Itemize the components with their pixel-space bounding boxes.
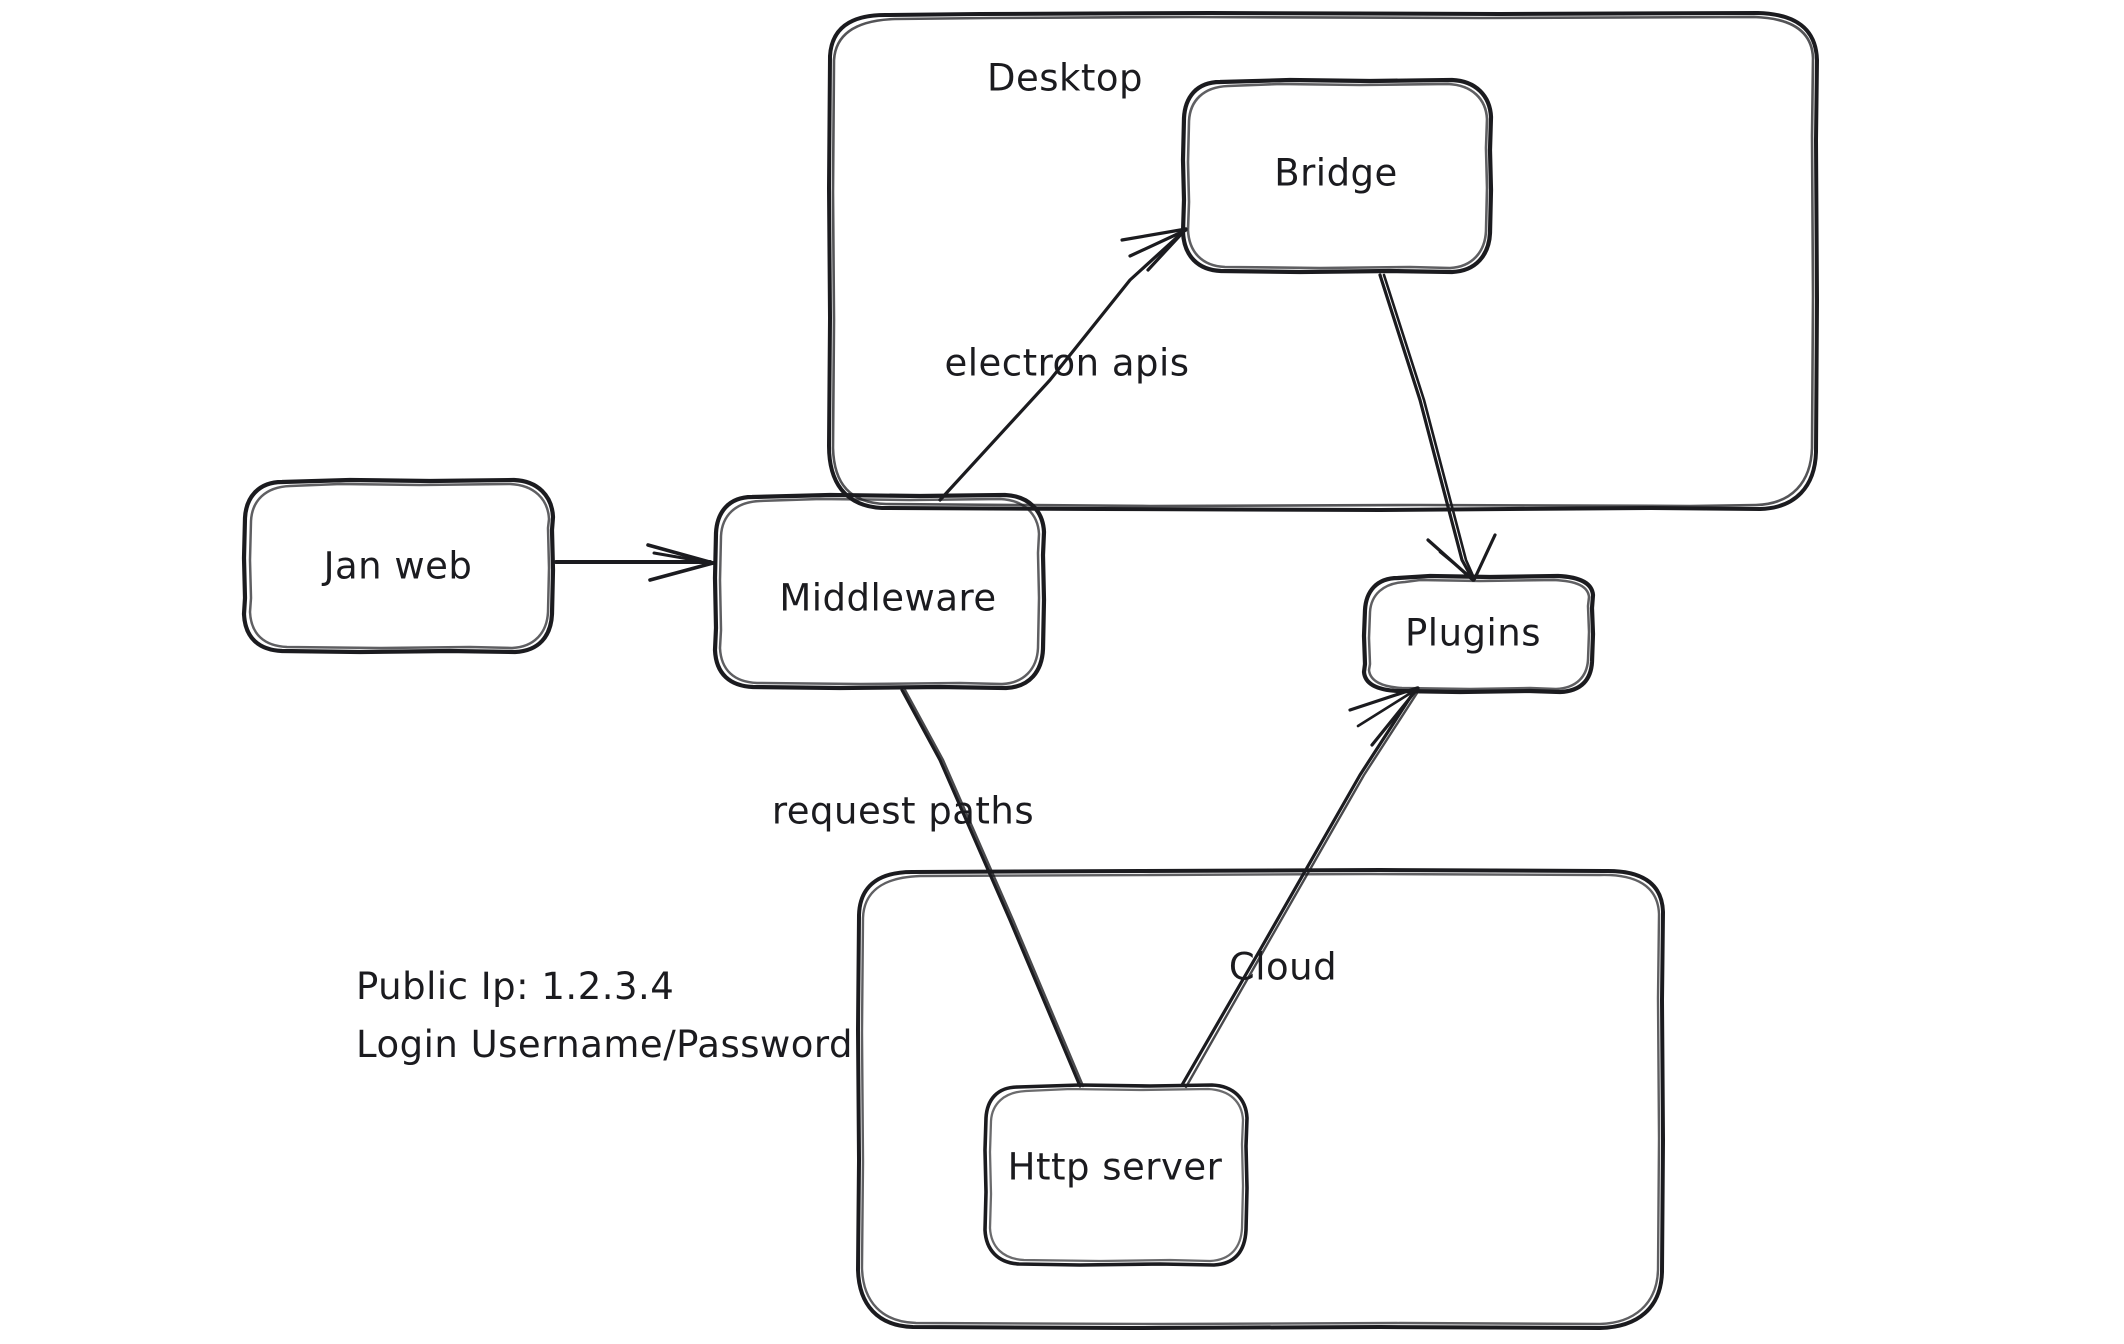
container-desktop[interactable] [827,11,1819,512]
node-http-server-shape[interactable] [983,1083,1249,1267]
edge-label-request-paths: request paths [771,789,1035,833]
edge-label-electron-apis: electron apis [944,341,1190,385]
edge-label-cloud: Cloud [1228,945,1338,989]
container-cloud[interactable] [856,868,1665,1330]
node-middleware-shape[interactable] [712,492,1047,691]
container-label-desktop: Desktop [986,56,1144,100]
edge-middleware-to-bridge[interactable] [938,227,1188,502]
node-jan-web-shape[interactable] [241,477,556,655]
node-label-plugins: Plugins [1404,611,1542,655]
edge-jan-web-to-middleware[interactable] [554,543,715,582]
edge-bridge-to-plugins[interactable] [1378,273,1497,582]
node-label-middleware: Middleware [779,576,997,620]
note-public-ip: Public Ip: 1.2.3.4 [356,965,675,1008]
node-label-http-server: Http server [1007,1145,1223,1189]
node-label-jan-web: Jan web [323,544,473,588]
edge-http-server-to-plugins[interactable] [1180,686,1421,1089]
node-plugins-shape[interactable] [1361,573,1596,695]
node-label-bridge: Bridge [1274,151,1398,195]
edge-http-server-to-middleware[interactable] [900,688,1085,1088]
node-bridge-shape[interactable] [1180,77,1494,275]
note-login: Login Username/Password [356,1023,853,1066]
